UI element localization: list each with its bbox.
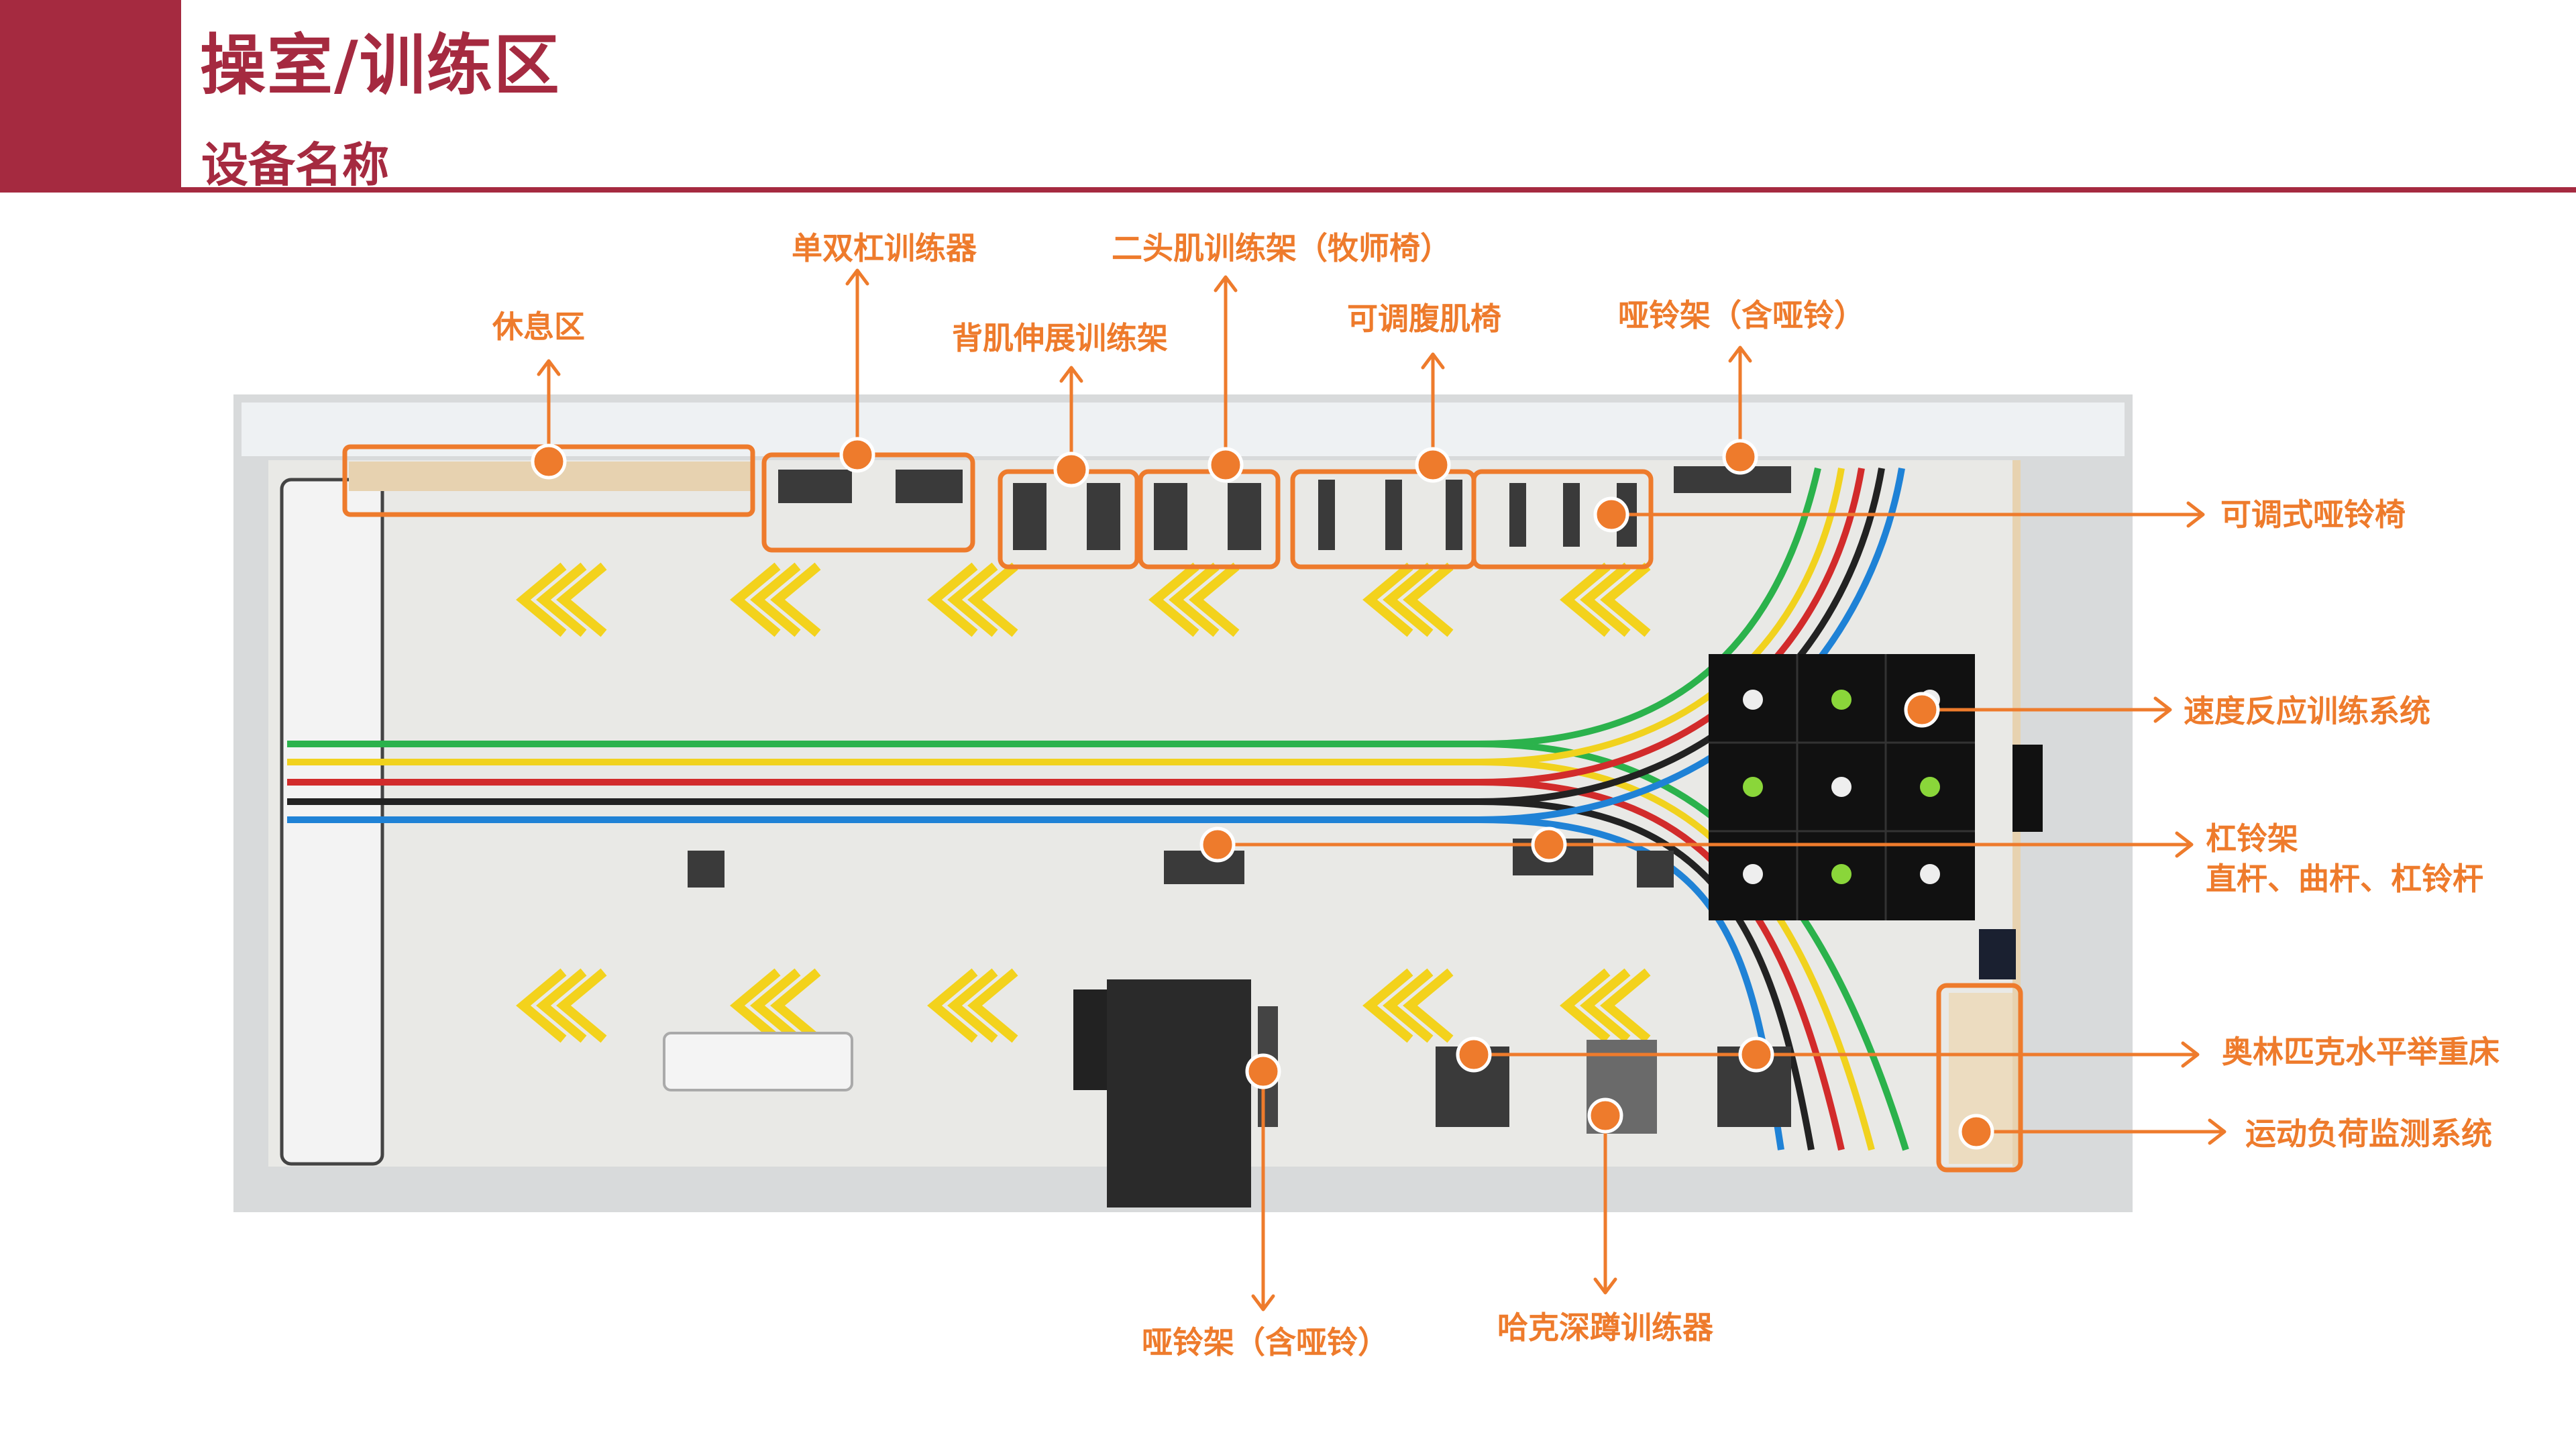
callout-hack-squat: 哈克深蹲训练器 — [1497, 1097, 1714, 1346]
header-divider — [181, 187, 2576, 193]
header-accent-block — [0, 0, 181, 193]
dumbbell-rack-bottom-equipment — [1107, 979, 1251, 1208]
label-back-extension: 背肌伸展训练架 — [952, 320, 1168, 356]
callout-adjustable-bench: 可调式哑铃椅 — [1593, 496, 2406, 533]
label-dumbbell-rack-top: 哑铃架（含哑铃） — [1618, 297, 1865, 333]
rest-bench — [663, 1032, 853, 1091]
label-rest-area: 休息区 — [492, 309, 585, 345]
label-barbell-rack-detail: 直杆、曲杆、杠铃杆 — [2206, 861, 2483, 897]
callout-back-extension: 背肌伸展训练架 — [952, 320, 1168, 488]
barbell-rack-left — [688, 851, 724, 888]
monitor-display — [1979, 929, 2016, 979]
callout-rest-area: 休息区 — [492, 309, 585, 480]
wall-screen — [2012, 745, 2043, 832]
label-load-monitor: 运动负荷监测系统 — [2245, 1116, 2492, 1152]
label-reaction-system: 速度反应训练系统 — [2184, 693, 2430, 729]
direction-chevrons — [516, 562, 1651, 1043]
preacher-equipment — [1154, 483, 1261, 550]
label-barbell-rack: 杠铃架 — [2206, 820, 2298, 857]
callout-preacher: 二头肌训练架（牧师椅） — [1112, 230, 1451, 483]
reaction-training-grid — [1709, 654, 1975, 920]
label-ab-bench: 可调腹肌椅 — [1347, 301, 1501, 337]
parallel-bars-equipment — [778, 470, 963, 503]
label-hack-squat: 哈克深蹲训练器 — [1497, 1309, 1714, 1346]
callout-ab-bench: 可调腹肌椅 — [1347, 301, 1501, 483]
label-preacher: 二头肌训练架（牧师椅） — [1112, 230, 1451, 266]
callout-barbell-rack: 杠铃架 直杆、曲杆、杠铃杆 — [1199, 820, 2483, 897]
label-adjustable-bench: 可调式哑铃椅 — [2220, 496, 2406, 533]
callout-dumbbell-rack-bottom: 哑铃架（含哑铃） — [1142, 1053, 1389, 1360]
callout-load-monitor: 运动负荷监测系统 — [1958, 1114, 2492, 1152]
reaction-light — [1743, 690, 1940, 884]
label-parallel-bars: 单双杠训练器 — [792, 230, 977, 266]
callout-reaction-system: 速度反应训练系统 — [1904, 692, 2430, 729]
callout-dumbbell-rack-top: 哑铃架（含哑铃） — [1618, 297, 1865, 475]
label-weightlifting-bench: 奥林匹克水平举重床 — [2222, 1034, 2500, 1070]
page-title: 操室/训练区 — [200, 28, 561, 104]
ab-bench-equipment — [1318, 480, 1462, 550]
page-subtitle: 设备名称 — [201, 138, 389, 193]
callout-weightlifting-bench: 奥林匹克水平举重床 — [1456, 1034, 2500, 1073]
callout-parallel-bars: 单双杠训练器 — [792, 230, 977, 473]
label-dumbbell-rack-bottom: 哑铃架（含哑铃） — [1142, 1324, 1389, 1360]
back-extension-equipment — [1013, 483, 1120, 550]
